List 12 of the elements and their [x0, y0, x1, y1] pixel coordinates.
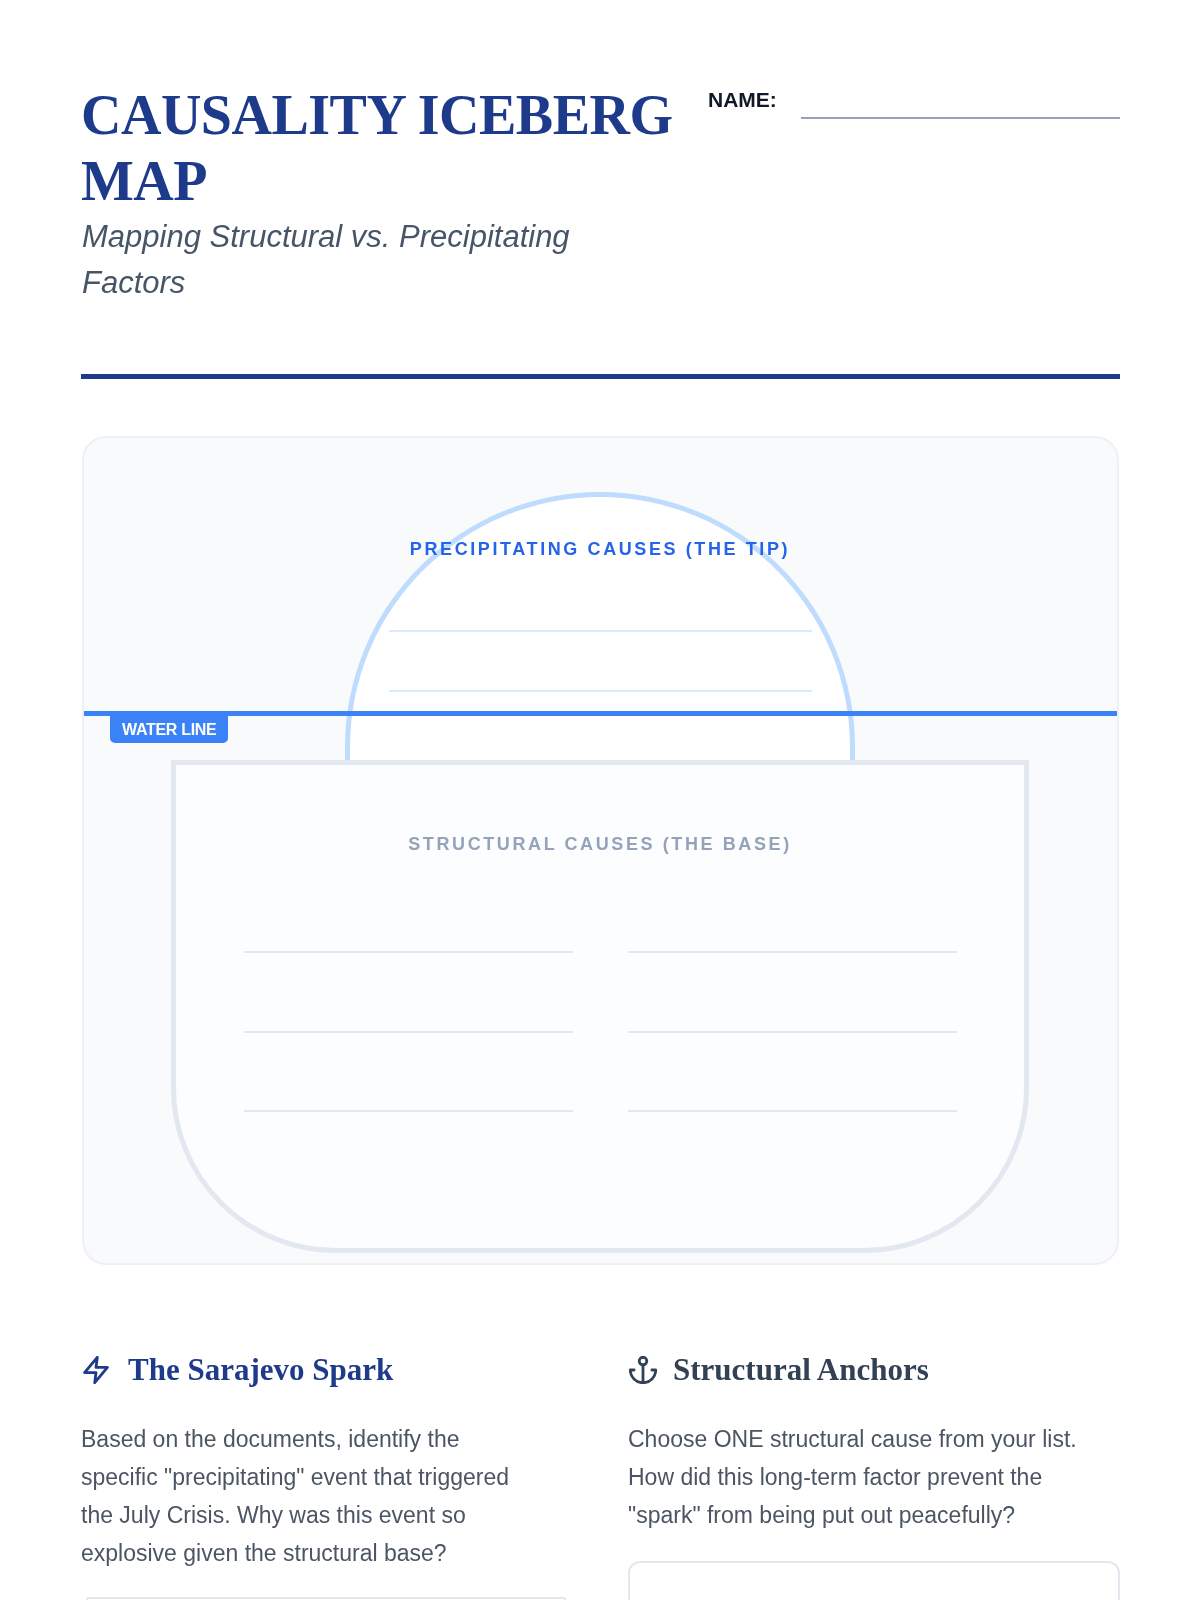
- section-heading: Structural Anchors: [673, 1351, 929, 1389]
- iceberg-base: [171, 760, 1029, 1253]
- section-heading: The Sarajevo Spark: [128, 1351, 394, 1389]
- section-label: PRECIPITATING CAUSES (THE TIP): [409, 538, 791, 560]
- section-label: STRUCTURAL CAUSES (THE BASE): [408, 833, 792, 855]
- page-title: CAUSALITY ICEBERG MAP: [81, 83, 674, 214]
- name-label: NAME:: [708, 88, 777, 112]
- question-text: Choose ONE structural cause from your list. How did this long-term factor prevent the "spark" from being put out peacefully?: [628, 1425, 1078, 1530]
- question-text: Based on the documents, identify the specific "precipitating" event that triggered the July Crisis. Why was this event so explosive given the structural base?: [81, 1425, 510, 1568]
- subtitle: Mapping Structural vs. Precipitating Factors: [82, 218, 571, 302]
- water-line-tag: WATER LINE: [110, 716, 229, 743]
- diagram-panel: [82, 436, 1119, 1265]
